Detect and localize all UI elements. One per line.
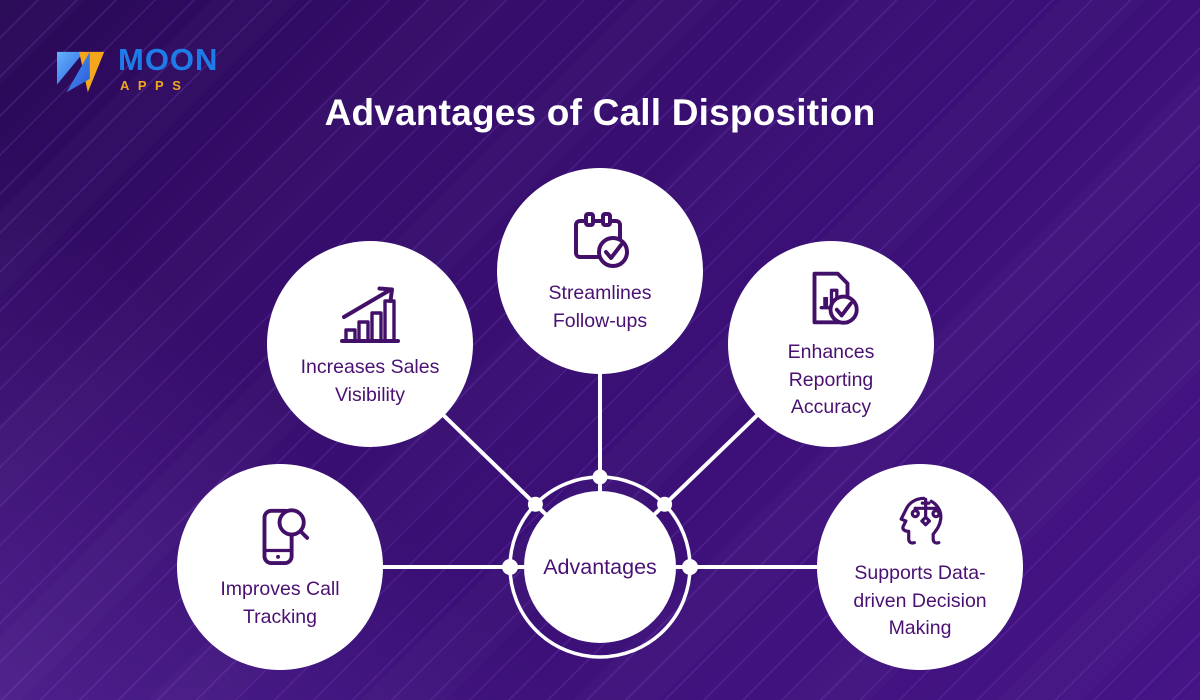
center-advantages-node: Advantages (524, 491, 676, 643)
moonapps-logo-text: MOON APPS (118, 44, 218, 92)
junction-dot (657, 496, 673, 512)
node-label-line: Visibility (334, 383, 406, 406)
node-label-line: Accuracy (790, 396, 872, 419)
decision-head-icon (899, 496, 943, 545)
growth-chart-icon (340, 286, 400, 343)
logo-brand-bottom: APPS (120, 78, 190, 93)
junction-dot (527, 496, 543, 512)
node-label-line: Making (888, 617, 952, 640)
moonapps-logo-mark-icon (57, 51, 105, 93)
node-label-line: Streamlines (548, 281, 652, 304)
center-label: Advantages (543, 554, 657, 579)
node-label: Increases Sales Visibility (301, 354, 440, 409)
node-increases-sales-visibility: Increases Sales Visibility (267, 241, 473, 447)
junction-dot (682, 559, 698, 575)
node-label-line: driven Decision (853, 589, 987, 612)
node-label: Enhances Reporting Accuracy (788, 339, 875, 422)
node-label: Streamlines Follow-ups (549, 280, 652, 335)
node-label-line: Increases Sales (300, 355, 440, 378)
node-enhances-reporting-accuracy: Enhances Reporting Accuracy (728, 241, 934, 447)
junction-dot (592, 469, 608, 485)
node-supports-data-driven-decision-making: Supports Data- driven Decision Making (817, 464, 1023, 670)
node-label-line: Supports Data- (854, 561, 986, 584)
node-improves-call-tracking: Improves Call Tracking (177, 464, 383, 670)
node-label-line: Improves Call (220, 577, 340, 600)
node-streamlines-follow-ups: Streamlines Follow-ups (497, 168, 703, 374)
logo-brand-top: MOON (118, 42, 219, 77)
report-check-icon (812, 271, 859, 325)
node-label: Improves Call Tracking (220, 576, 339, 631)
node-label-line: Follow-ups (552, 309, 648, 332)
junction-dot (502, 559, 518, 575)
node-label: Supports Data- driven Decision Making (853, 560, 986, 643)
junction-dots (502, 469, 698, 575)
node-label-line: Tracking (242, 605, 318, 628)
node-label-line: Reporting (788, 368, 874, 391)
calendar-check-icon (574, 211, 629, 268)
node-label-line: Enhances (787, 340, 875, 363)
phone-search-icon (262, 508, 310, 565)
page-title: Advantages of Call Disposition (324, 92, 876, 133)
moonapps-logo: MOON APPS (54, 44, 218, 100)
